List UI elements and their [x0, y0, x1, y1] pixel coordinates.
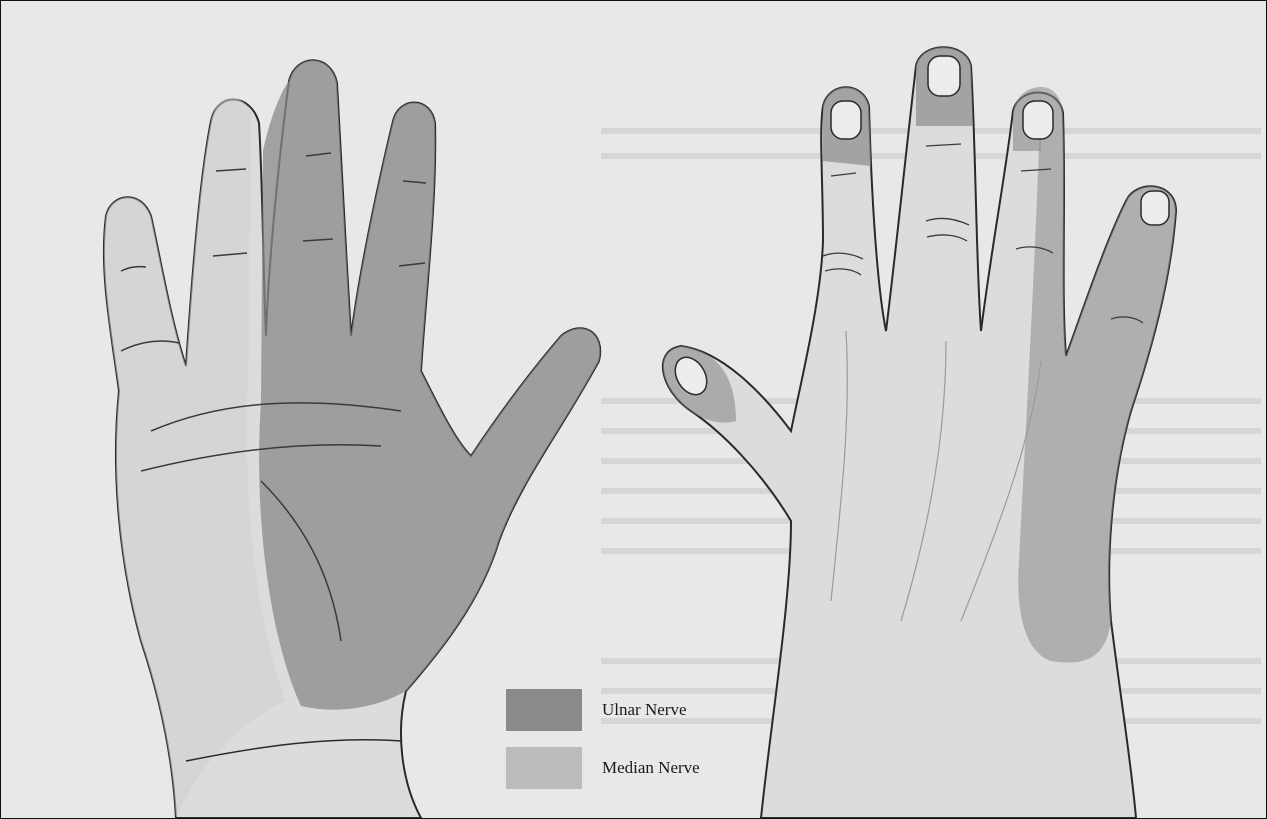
ulnar-label: Ulnar Nerve — [602, 700, 687, 720]
median-label: Median Nerve — [602, 758, 700, 778]
median-swatch — [506, 747, 582, 789]
ulnar-swatch — [506, 689, 582, 731]
dorsal-ulnar-region — [1018, 87, 1176, 663]
palm-median-region — [259, 60, 600, 709]
dorsal-view-hand — [663, 47, 1176, 818]
legend-median-item: Median Nerve — [506, 747, 700, 789]
legend-ulnar-item: Ulnar Nerve — [506, 689, 687, 731]
